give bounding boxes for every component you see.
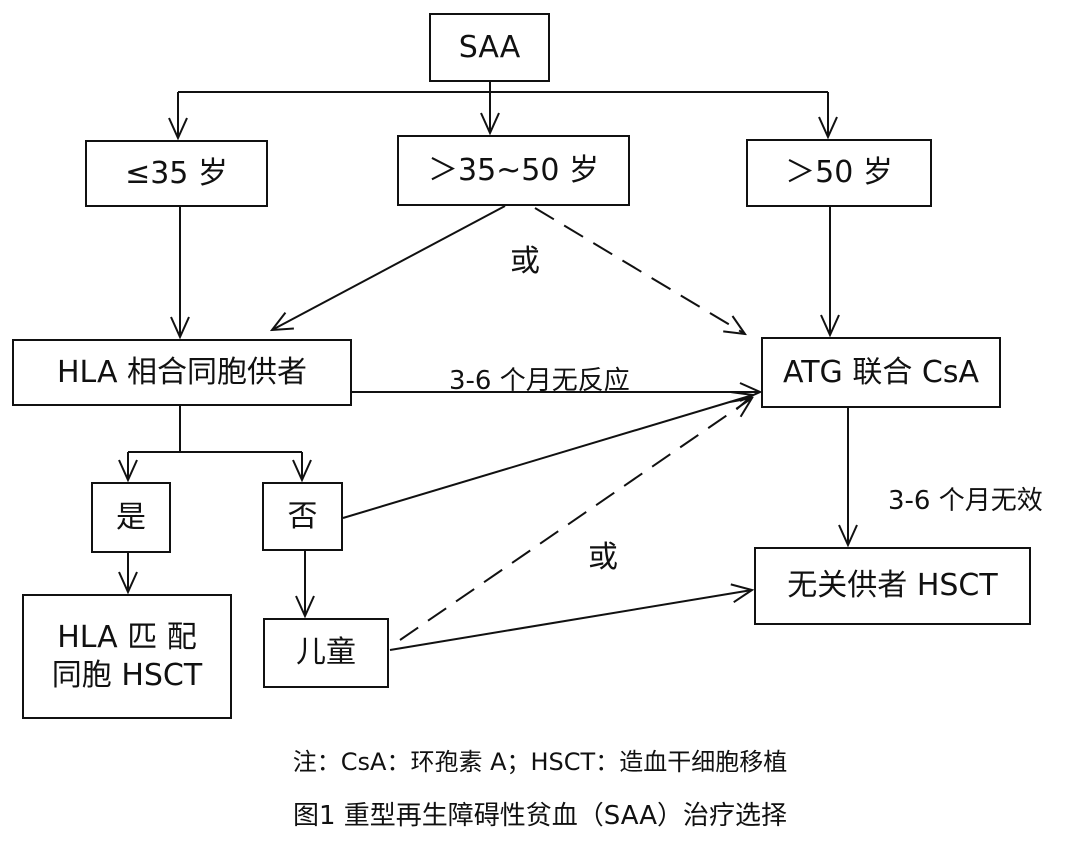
node-age-le35: ≤35 岁: [85, 140, 268, 207]
node-atg-csa: ATG 联合 CsA: [761, 337, 1001, 408]
node-age-gt50: ＞50 岁: [746, 139, 932, 207]
figure-note: 注：CsA：环孢素 A；HSCT：造血干细胞移植: [292, 748, 788, 776]
node-no: 否: [262, 482, 343, 551]
edge-35-50-to-atg-dashed[interactable]: [534, 207, 745, 334]
node-hla-match-sibling-hsct: HLA 匹 配 同胞 HSCT: [22, 594, 232, 719]
node-unrelated-donor-hsct: 无关供者 HSCT: [754, 547, 1031, 625]
figure-caption: 图1 重型再生障碍性贫血（SAA）治疗选择: [292, 801, 788, 831]
edge-label-or-top: 或: [510, 244, 540, 279]
edge-no-to-atg: [342, 395, 753, 519]
edge-children-to-atg-dashed[interactable]: [399, 398, 752, 641]
node-hla-sibling-donor: HLA 相合同胞供者: [12, 339, 352, 406]
node-yes: 是: [91, 482, 171, 553]
edge-children-to-unrelated-hsct: [389, 590, 752, 651]
edge-label-no-response: 3-6 个月无反应: [449, 366, 630, 396]
node-age-35-50: ＞35~50 岁: [397, 135, 630, 206]
edge-label-ineffective: 3-6 个月无效: [888, 486, 1043, 516]
node-saa: SAA: [429, 13, 550, 82]
hla-match-line2: 同胞 HSCT: [51, 657, 203, 693]
node-children: 儿童: [263, 618, 389, 688]
hla-match-line1: HLA 匹 配: [57, 620, 197, 655]
edge-35-50-to-hla-donor: [272, 205, 506, 330]
edge-label-or-bottom: 或: [588, 540, 618, 575]
